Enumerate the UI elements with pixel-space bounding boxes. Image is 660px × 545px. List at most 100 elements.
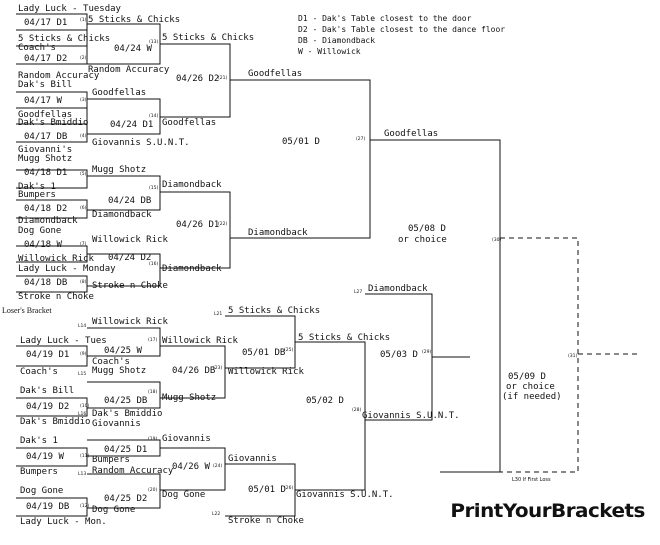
w-r1-m3: [16, 91, 88, 124]
w-final-note: or choice: [398, 235, 447, 245]
w-r2-4-date: 04/24 D2: [108, 253, 152, 263]
slot-2: (2): [80, 56, 87, 61]
w-r1-m2: [16, 45, 88, 65]
l-r2-1-date: 04/25 W: [104, 346, 142, 356]
w5-top: Mugg Shotz: [18, 154, 73, 164]
l-r2-4-bottom: Dog Gone: [92, 505, 136, 515]
w2-date: 04/17 D2: [24, 54, 68, 64]
w-r1-m5: [16, 169, 88, 189]
slot-15: (15): [149, 186, 159, 191]
l-r3-2-date: 04/26 W: [172, 462, 210, 472]
l-r3-1-date: 04/26 DB: [172, 366, 216, 376]
extra-note3: L30 If First Loss: [512, 477, 551, 483]
w-r2-2-bottom: Giovannis S.U.N.T.: [92, 138, 190, 148]
l4-bottom: Lady Luck - Mon.: [20, 517, 107, 527]
w-r2-1-bottom: Random Accuracy: [88, 65, 170, 75]
w2-bottom: Random Accuracy: [18, 71, 100, 81]
l-r5-top: 5 Sticks & Chicks: [298, 333, 391, 343]
legend-w: W - Willowick: [298, 47, 361, 56]
l1-date: 04/19 D1: [26, 350, 70, 360]
w8-bottom: Stroke n Choke: [18, 292, 94, 302]
losers-label: Loser's Bracket: [2, 306, 52, 315]
w7-date: 04/18 W: [24, 240, 62, 250]
w1-top: Lady Luck - Tuesday: [18, 4, 121, 14]
slot-17: (17): [148, 338, 158, 343]
w8-date: 04/18 DB: [24, 278, 68, 288]
w2-top: Coach's: [18, 43, 56, 53]
slot-24: (24): [213, 464, 223, 469]
slot-8: (8): [80, 280, 87, 285]
slot-4: (4): [80, 134, 87, 139]
l-r2-1-top: Willowick Rick: [92, 317, 168, 327]
w3-top: Dak's Bill: [18, 80, 73, 90]
l-r2-m1: [87, 327, 161, 357]
slot-6: (6): [80, 206, 87, 211]
w6-date: 04/18 D2: [24, 204, 68, 214]
l-r1-m3: [16, 447, 88, 467]
slot-18: (18): [148, 390, 158, 395]
l-r3-2-top: Giovannis: [162, 434, 211, 444]
l-r2-1b: Mugg Shotz: [92, 366, 147, 376]
slot-5: (5): [80, 172, 87, 177]
slot-1: (1): [80, 18, 87, 23]
loser-in-21: L21: [214, 312, 223, 317]
w5-bottom: Dak's 1: [18, 182, 56, 192]
slot-25: (25): [284, 348, 294, 353]
slot-10: (10): [80, 404, 90, 409]
w-r2-m3: [87, 175, 161, 211]
loser-in-16: L16: [78, 412, 87, 417]
l-r4-1-top: 5 Sticks & Chicks: [228, 306, 321, 316]
l-r3-1-top: Willowick Rick: [162, 336, 238, 346]
w4-date: 04/17 DB: [24, 132, 68, 142]
l4-date: 04/19 DB: [26, 502, 70, 512]
w6-bottom: Diamondback: [18, 216, 78, 226]
w-r4-bottom: Diamondback: [248, 228, 308, 238]
l3-bottom: Bumpers: [20, 467, 58, 477]
slot-26: (26): [284, 486, 294, 491]
w-r2-3-date: 04/24 DB: [108, 196, 152, 206]
slot-30: (30): [492, 238, 502, 243]
l-r3-m1: [160, 345, 226, 399]
l-r4-2-top: Giovannis: [228, 454, 277, 464]
w6-top: Bumpers: [18, 190, 56, 200]
w-final-top: Goodfellas: [384, 129, 439, 139]
w-r3-2-date: 04/26 D1: [176, 220, 220, 230]
legend-d2: D2 - Dak's Table closest to the dance fl…: [298, 25, 506, 34]
l-r5-date: 05/02 D: [306, 396, 344, 406]
l-r6-date: 05/03 D: [380, 350, 418, 360]
w3-date: 04/17 W: [24, 96, 62, 106]
l4-top: Dog Gone: [20, 486, 64, 496]
w-final-date: 05/08 D: [408, 224, 446, 234]
w-r3-2-bottom: Diamondback: [162, 264, 222, 274]
slot-12: (12): [80, 504, 90, 509]
w-r2-3-bottom: Diamondback: [92, 210, 152, 220]
w1-date: 04/17 D1: [24, 18, 68, 28]
l2-bottom: Dak's Bmiddio: [20, 417, 91, 427]
w7-top: Dog Gone: [18, 226, 62, 236]
w-r4-top: Goodfellas: [248, 69, 303, 79]
l-r2-2-bottom: Dak's Bmiddio: [92, 409, 163, 419]
l1-top: Lady Luck - Tues: [20, 336, 107, 346]
l2-top: Dak's Bill: [20, 386, 75, 396]
slot-3: (3): [80, 98, 87, 103]
l-r4-2-date: 05/01 D: [248, 485, 286, 495]
loser-in-22: L22: [212, 512, 221, 517]
l1-bottom: Coach's: [20, 367, 58, 377]
l-r3-2-bottom: Dog Gone: [162, 490, 206, 500]
slot-21: (21): [218, 76, 228, 81]
extra-date: 05/09 D: [508, 372, 546, 382]
w-final: [370, 139, 501, 473]
l-r3-m2: [160, 447, 226, 491]
slot-16: (16): [149, 262, 159, 267]
extra-game: [500, 237, 640, 473]
w-r1-m8: [16, 275, 88, 293]
slot-27: (27): [356, 137, 366, 142]
w1-bottom: 5 Sticks & Chicks: [88, 15, 181, 25]
l-r2-3-bottom: Bumpers: [92, 455, 130, 465]
slot-28: (28): [352, 408, 362, 413]
loser-in-27: L27: [354, 290, 363, 295]
l-r5-bottom: Giovannis S.U.N.T.: [296, 490, 394, 500]
w-r3-2-top: Diamondback: [162, 180, 222, 190]
slot-9: (9): [80, 352, 87, 357]
